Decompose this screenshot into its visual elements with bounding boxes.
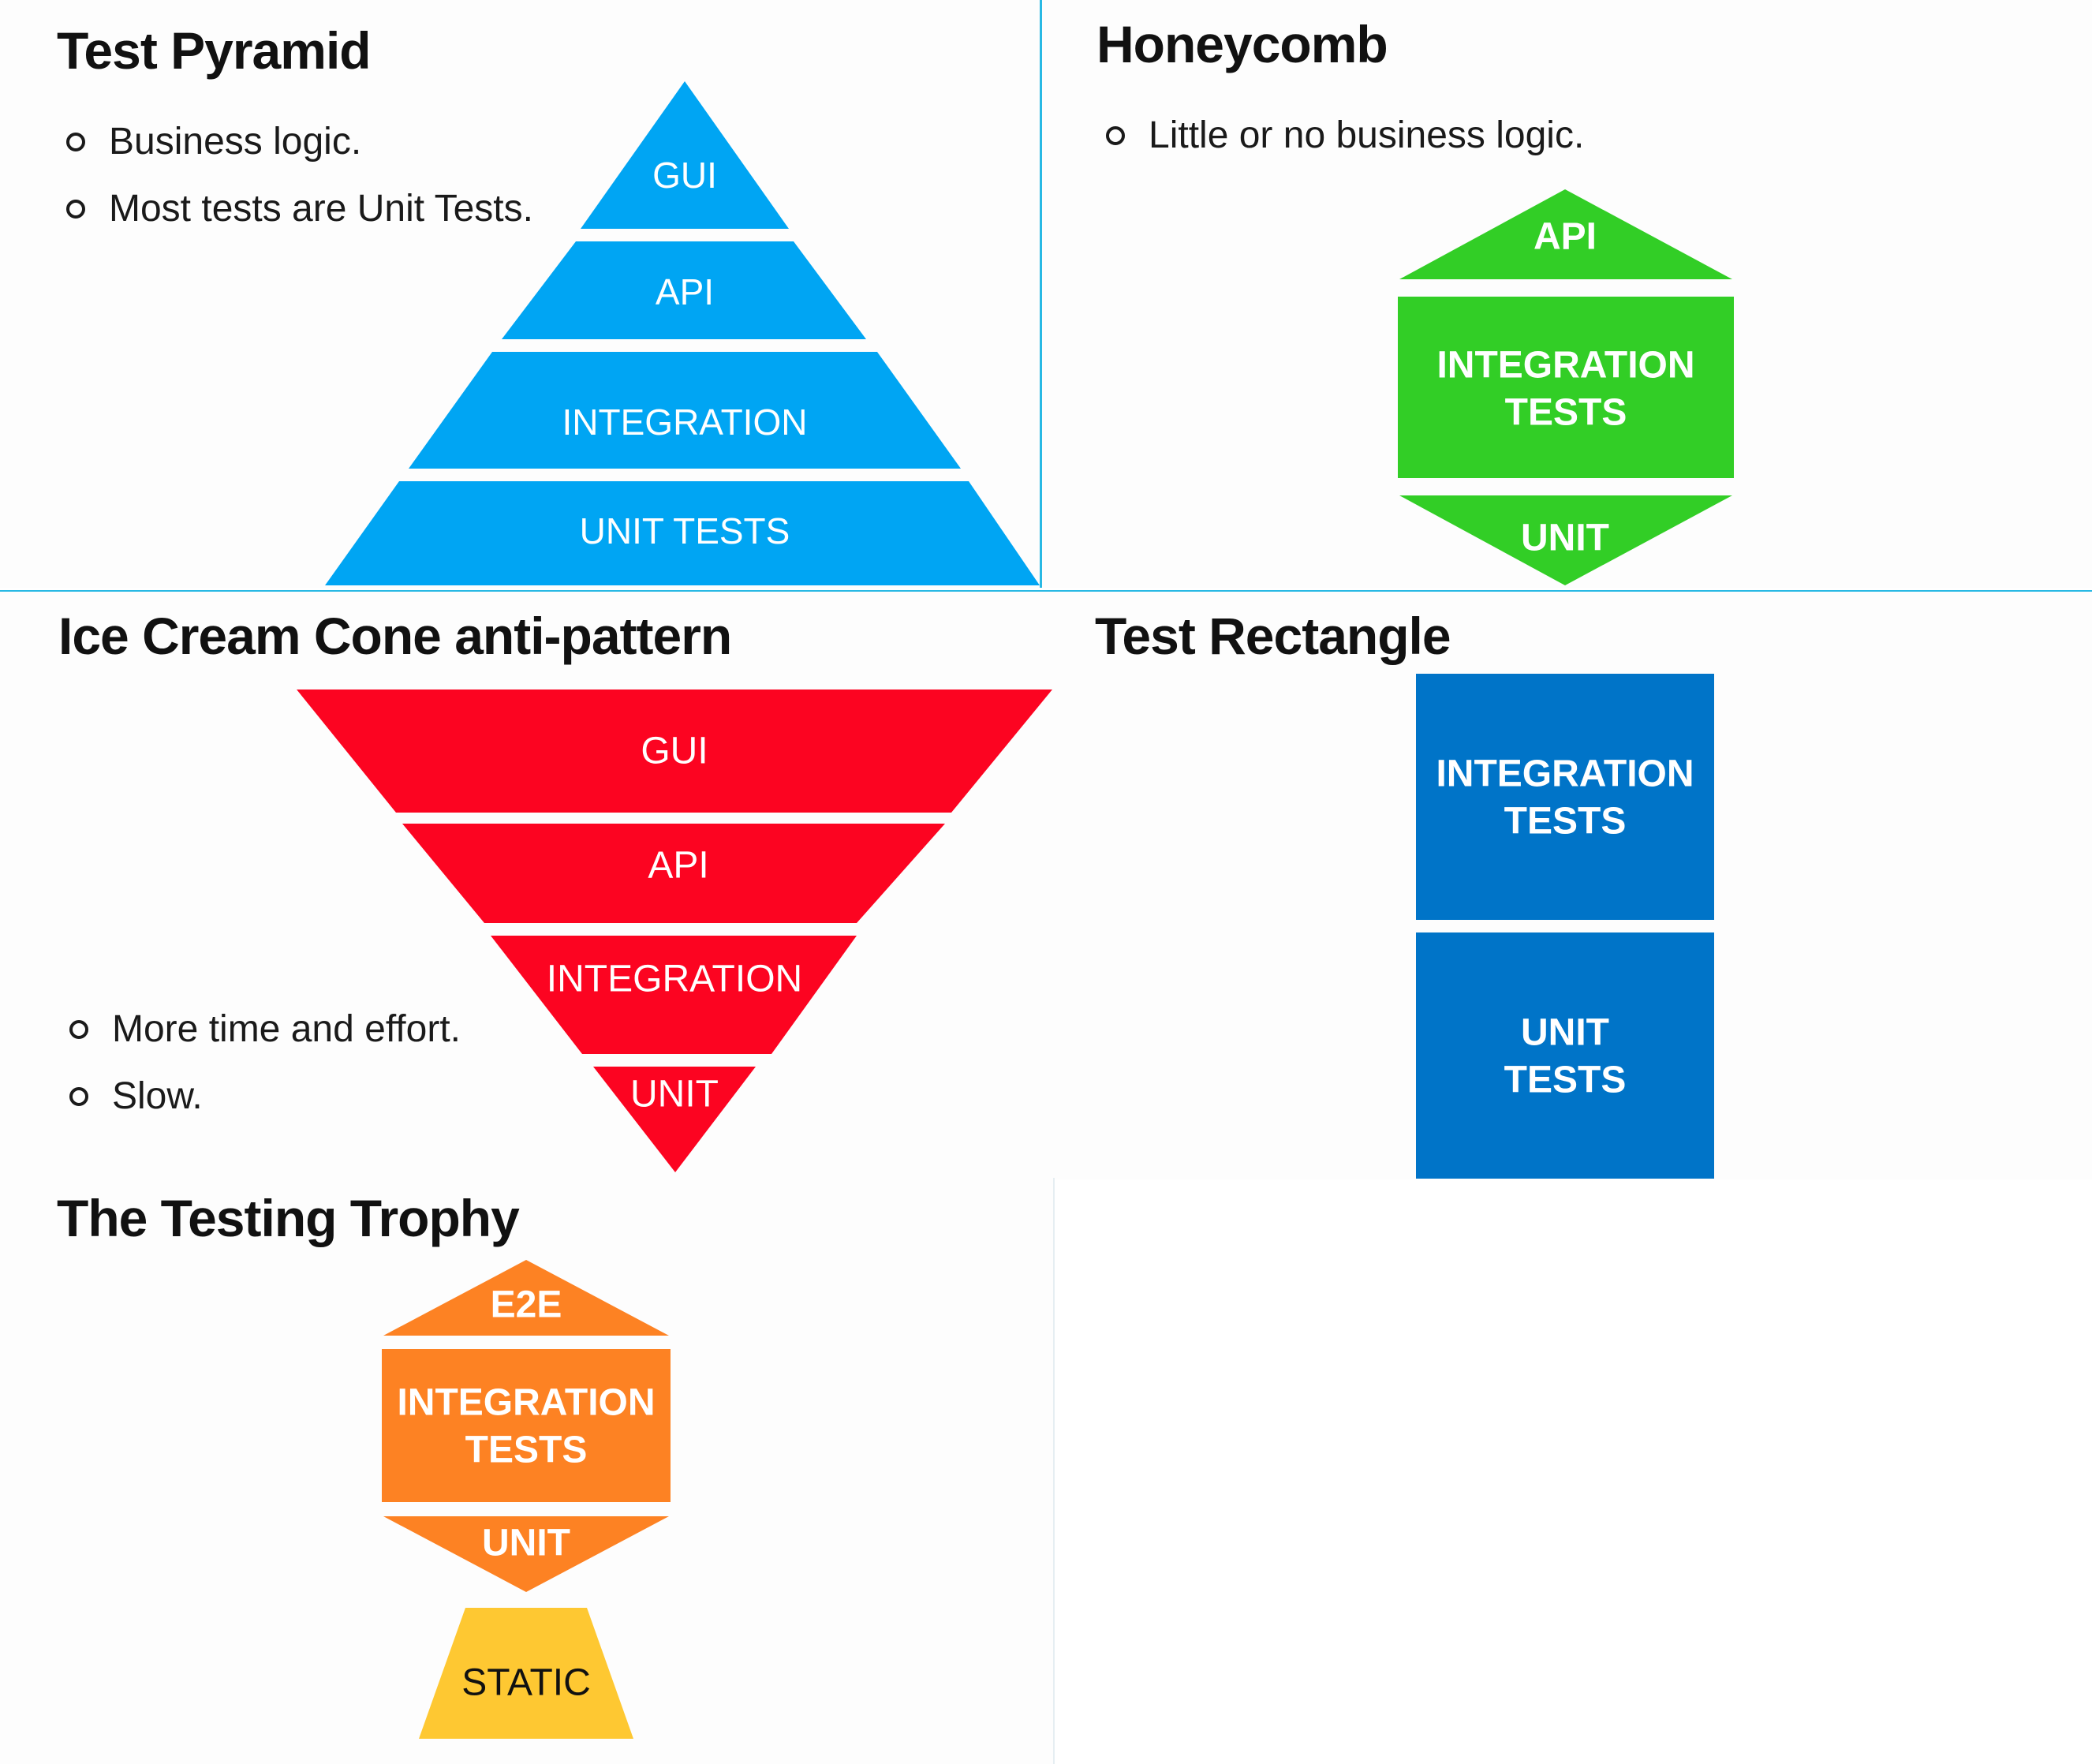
- trophy-label-static: STATIC: [461, 1662, 591, 1704]
- panel-honeycomb: [1042, 0, 2092, 588]
- rectangle-label-unit: UNIT: [1521, 1012, 1609, 1054]
- trophy-label-e2e: E2E: [491, 1284, 562, 1326]
- honeycomb-bottom-unit: [1399, 495, 1732, 585]
- trophy-label-unit: UNIT: [482, 1523, 570, 1564]
- pyramid-label-unit-tests: UNIT TESTS: [580, 510, 790, 551]
- test-rectangle-title: Test Rectangle: [1095, 607, 1451, 665]
- pyramid-layer-unit-tests: [325, 481, 1040, 585]
- cone-label-api: API: [648, 845, 708, 887]
- ice-cream-cone-bullets: More time and effort. Slow.: [69, 1011, 461, 1116]
- testing-trophy-diagram: E2E INTEGRATION TESTS UNIT STATIC: [382, 1260, 671, 1739]
- honeycomb-middle-integration: [1398, 297, 1734, 478]
- pyramid-label-integration: INTEGRATION: [562, 402, 808, 443]
- trophy-label-tests: TESTS: [465, 1430, 588, 1471]
- trophy-middle-integration: [382, 1349, 671, 1502]
- cone-label-unit: UNIT: [630, 1074, 719, 1116]
- honeycomb-label-unit: UNIT: [1521, 518, 1609, 559]
- pyramid-layer-integration: [409, 352, 961, 469]
- honeycomb-bullets: Little or no business logic.: [1106, 117, 1584, 155]
- honeycomb-top-api: [1399, 189, 1732, 279]
- rectangle-label-integration-tests: TESTS: [1504, 801, 1627, 843]
- bullet-most-unit-tests: Most tests are Unit Tests.: [66, 190, 533, 228]
- rectangle-label-integration: INTEGRATION: [1436, 753, 1694, 795]
- pyramid-label-gui: GUI: [652, 155, 717, 196]
- test-pyramid-bullets: Business logic. Most tests are Unit Test…: [66, 123, 533, 228]
- ice-cream-cone-title: Ice Cream Cone anti-pattern: [58, 607, 732, 665]
- rectangle-label-unit-tests: TESTS: [1504, 1060, 1627, 1101]
- pyramid-diagram: GUI API INTEGRATION UNIT TESTS: [325, 81, 1040, 585]
- pyramid-label-api: API: [656, 271, 714, 312]
- cone-layer-api: [402, 824, 945, 923]
- cone-label-integration: INTEGRATION: [547, 959, 802, 1000]
- test-pyramid-title: Test Pyramid: [57, 21, 372, 80]
- cone-layer-gui: [297, 690, 1052, 813]
- testing-trophy-title: The Testing Trophy: [57, 1189, 520, 1247]
- pyramid-layer-api: [502, 241, 866, 339]
- honeycomb-title: Honeycomb: [1096, 15, 1388, 73]
- honeycomb-label-api: API: [1534, 216, 1597, 258]
- pyramid-layer-gui: [581, 81, 789, 229]
- bullet-more-time-effort: More time and effort.: [69, 1011, 461, 1048]
- bullet-business-logic: Business logic.: [66, 123, 533, 161]
- honeycomb-label-tests: TESTS: [1505, 392, 1627, 434]
- cone-layer-unit: [593, 1067, 756, 1172]
- trophy-bottom-unit: [383, 1516, 669, 1592]
- trophy-top-e2e: [383, 1260, 669, 1336]
- cone-layer-integration: [491, 936, 857, 1054]
- trophy-base-static: [419, 1608, 633, 1739]
- honeycomb-diagram: API INTEGRATION TESTS UNIT: [1398, 189, 1734, 585]
- ice-cream-cone-diagram: GUI API INTEGRATION UNIT: [297, 690, 1052, 1172]
- cone-label-gui: GUI: [641, 731, 708, 772]
- rectangle-integration-block: [1416, 674, 1714, 920]
- bullet-slow: Slow.: [69, 1078, 461, 1116]
- trophy-label-integration: INTEGRATION: [397, 1382, 655, 1424]
- bullet-little-business-logic: Little or no business logic.: [1106, 117, 1584, 155]
- honeycomb-label-integration: INTEGRATION: [1436, 345, 1694, 387]
- test-rectangle-diagram: INTEGRATION TESTS UNIT TESTS: [1416, 674, 1714, 1179]
- rectangle-unit-block: [1416, 932, 1714, 1179]
